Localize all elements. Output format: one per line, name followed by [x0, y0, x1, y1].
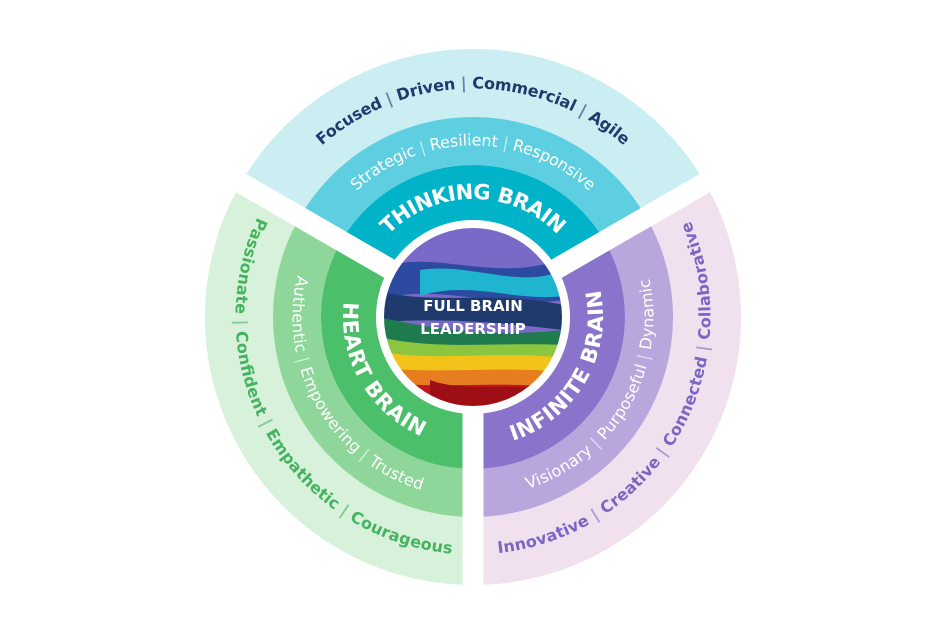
thinking-middle-band — [305, 116, 641, 233]
thinking-middle-separator: | — [497, 132, 516, 154]
thinking-outer-band — [246, 48, 700, 209]
thinking-outer-separator: | — [571, 98, 595, 123]
core-label-line2: LEADERSHIP — [420, 320, 526, 338]
thinking-outer-separator: | — [455, 73, 473, 93]
infinite-outer-separator: | — [692, 339, 713, 358]
heart-middle-band — [273, 226, 463, 517]
infinite-middle-band — [483, 226, 673, 517]
heart-outer-separator: | — [231, 314, 251, 331]
infinite-middle-word: Dynamic — [635, 278, 658, 351]
heart-inner-band — [320, 250, 463, 469]
core-label-line1: FULL BRAIN — [423, 297, 523, 315]
core-border — [382, 226, 564, 408]
heart-outer-separator: | — [254, 411, 279, 435]
infinite-middle-separator: | — [632, 347, 654, 367]
thinking-middle-separator: | — [412, 136, 432, 159]
infinite-inner-band — [483, 250, 626, 469]
thinking-inner-band — [346, 164, 600, 260]
heart-middle-word: Authentic — [288, 274, 312, 354]
thinking-outer-separator: | — [377, 87, 400, 111]
heart-outer-band — [204, 192, 463, 585]
heart-middle-separator: | — [292, 350, 314, 370]
infinite-outer-band — [483, 192, 742, 585]
